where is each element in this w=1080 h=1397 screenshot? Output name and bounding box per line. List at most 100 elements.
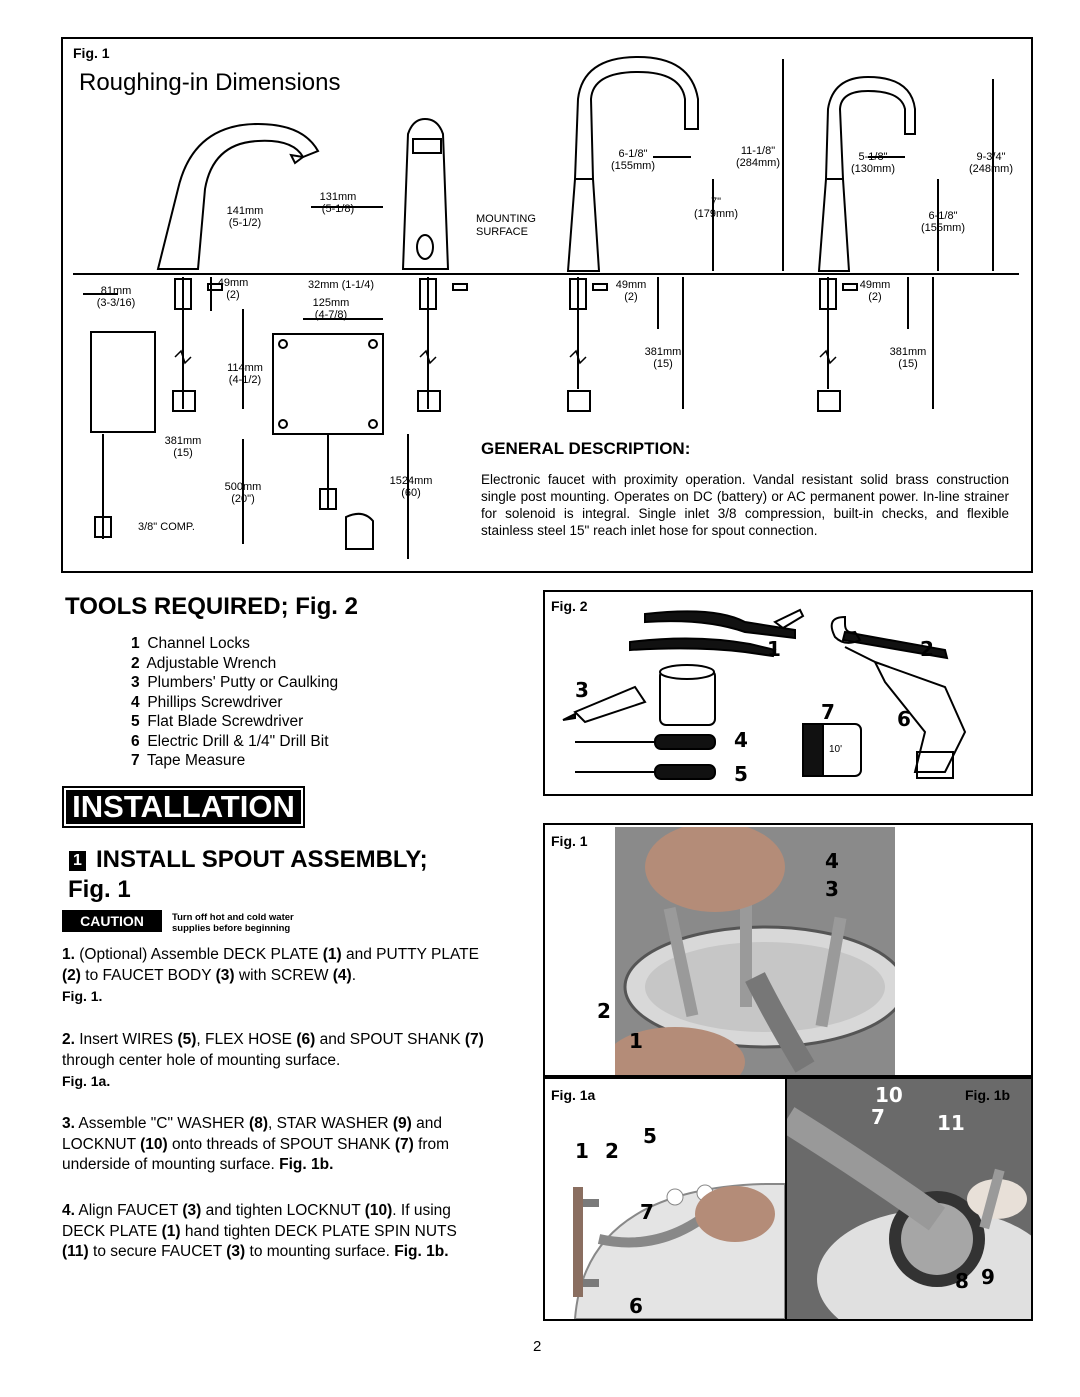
dim-81mm-in: (3-3/16) (96, 297, 136, 309)
dim-114mm-in: (4-1/2) (228, 374, 262, 386)
step-3-text: 3. Assemble "C" WASHER (8), STAR WASHER … (62, 1115, 450, 1173)
photo-fig1b-image (787, 1079, 1031, 1319)
dim-49mm-b: 49mm (615, 279, 647, 291)
fig1-label: Fig. 1 (73, 45, 110, 61)
tool-item: 3 Plumbers' Putty or Caulking (131, 674, 339, 691)
photo-fig1a-callout-7: 7 (640, 1200, 654, 1224)
page-number: 2 (533, 1338, 542, 1355)
photo-fig1b-callout-7: 7 (871, 1105, 885, 1129)
dim-5-1-8: 5-1/8" (858, 151, 888, 163)
dim-114mm: 114mm (227, 362, 263, 374)
photo-fig1a-label: Fig. 1a (551, 1087, 596, 1103)
fig2-callout-7: 7 (821, 700, 835, 724)
fig2-label: Fig. 2 (551, 598, 588, 614)
photo-fig1b-callout-8: 8 (955, 1269, 969, 1293)
dim-381mm-c-in: (15) (898, 358, 918, 370)
photo-fig1a-image (573, 1183, 785, 1319)
fig2-callout-3: 3 (575, 678, 589, 702)
tools-illustration (562, 608, 967, 780)
photo-fig1a-callout-1: 1 (575, 1139, 589, 1163)
caution-text-b: supplies before beginning (172, 923, 291, 934)
dim-1524mm-in: (60) (401, 487, 421, 499)
dim-381mm-b: 381mm (644, 346, 682, 358)
tool-item: 5 Flat Blade Screwdriver (131, 713, 304, 730)
tool-item: 2 Adjustable Wrench (131, 654, 277, 672)
dim-49mm-c: 49mm (859, 279, 891, 291)
tool-item: 1 Channel Locks (131, 635, 250, 652)
dim-49mm-c-in: (2) (868, 291, 882, 303)
photo-fig1-callout-2: 2 (597, 999, 611, 1023)
installation-banner-text: INSTALLATION (64, 788, 303, 826)
dim-155mm-a: (155mm) (610, 160, 655, 172)
dim-9-3-4: 9-3/4" (976, 151, 1006, 163)
dim-49mm-b-in: (2) (624, 291, 638, 303)
dim-248mm: (248mm) (968, 163, 1013, 175)
caution-text-a: Turn off hot and cold water (172, 912, 294, 923)
photo-fig1a-callout-5: 5 (643, 1124, 657, 1148)
dim-125mm-in: (4-7/8) (314, 309, 348, 321)
tool-item: 4 Phillips Screwdriver (131, 693, 283, 711)
photo-fig1b-callout-10: 10 (875, 1083, 903, 1107)
photo-fig1b-label: Fig. 1b (965, 1087, 1011, 1103)
tools-heading: TOOLS REQUIRED; Fig. 2 (65, 593, 358, 620)
photo-fig1b-callout-11: 11 (937, 1111, 965, 1135)
dim-284mm: (284mm) (735, 157, 780, 169)
photo-fig1b-callout-9: 9 (981, 1265, 995, 1289)
mounting-surface-label-b: SURFACE (476, 226, 528, 238)
photo-fig1a-callout-2: 2 (605, 1139, 619, 1163)
dim-131mm-in: (5-1/8) (321, 203, 355, 215)
general-description-text: Electronic faucet with proximity operati… (481, 472, 1009, 538)
fig2-callout-4: 4 (734, 728, 748, 752)
dim-131mm: 131mm (319, 191, 357, 203)
fig1-roughing-panel: Fig. 1 Roughing-in Dimensions (61, 37, 1033, 573)
dim-155mm-b: (155mm) (920, 222, 965, 234)
photo-fig1-label: Fig. 1 (551, 833, 588, 849)
fig1-title: Roughing-in Dimensions (79, 69, 341, 96)
dim-3-8-comp: 3/8" COMP. (138, 521, 195, 533)
fig2-callout-5: 5 (734, 762, 748, 786)
dim-125mm: 125mm (312, 297, 350, 309)
photo-fig1b-panel: 10 Fig. 1b 7 11 8 9 (785, 1077, 1033, 1321)
dim-49mm-a: 49mm (217, 277, 249, 289)
step-1-text: 1. (Optional) Assemble DECK PLATE (1) an… (62, 946, 479, 1004)
dim-32mm: 32mm (1-1/4) (307, 279, 375, 291)
photo-fig1-callout-1: 1 (629, 1029, 643, 1053)
general-description-heading: GENERAL DESCRIPTION: (481, 439, 691, 458)
dim-6-1-8-a: 6-1/8" (618, 148, 648, 160)
tool-item: 6 Electric Drill & 1/4" Drill Bit (131, 732, 329, 750)
mounting-surface-label-a: MOUNTING (476, 213, 536, 225)
dim-130mm: (130mm) (850, 163, 895, 175)
dim-49mm-a-in: (2) (226, 289, 240, 301)
step1-title: INSTALL SPOUT ASSEMBLY; (96, 846, 428, 873)
step1-title-fig: Fig. 1 (68, 876, 131, 903)
roughing-in-drawing (73, 55, 1019, 559)
fig2-callout-2: 2 (920, 637, 934, 661)
step1-number-box: 1 (69, 851, 86, 871)
dim-81mm: 81mm (100, 285, 132, 297)
fig2-tools-panel: Fig. 2 1 2 (543, 590, 1033, 796)
dim-141mm-in: (5-1/2) (228, 217, 262, 229)
caution-badge: CAUTION (62, 910, 162, 932)
dim-141mm: 141mm (226, 205, 264, 217)
dim-500mm: 500mm (224, 481, 262, 493)
dim-6-1-8-b: 6-1/8" (928, 210, 958, 222)
photo-fig1-callout-4: 4 (825, 849, 839, 873)
photo-fig1-callout-3: 3 (825, 877, 839, 901)
dim-381mm-b-in: (15) (653, 358, 673, 370)
photo-fig1a-callout-6: 6 (629, 1294, 643, 1318)
photo-fig1a-panel: Fig. 1a 1 2 5 7 6 (543, 1077, 787, 1321)
installation-banner: INSTALLATION (62, 786, 305, 828)
tool-item: 7 Tape Measure (131, 752, 246, 769)
fig2-callout-1: 1 (767, 637, 781, 661)
photo-fig1-panel: Fig. 1 4 3 2 1 (543, 823, 1033, 1077)
tape-measure-label: 10' (829, 744, 843, 755)
dim-7in: 7" (710, 196, 722, 208)
step-2-text: 2. Insert WIRES (5), FLEX HOSE (6) and S… (62, 1031, 484, 1089)
step-4-text: 4. Align FAUCET (3) and tighten LOCKNUT … (62, 1202, 457, 1260)
photo-fig1-image (615, 827, 895, 1075)
dim-179mm: (179mm) (693, 208, 738, 220)
fig2-callout-6: 6 (897, 707, 911, 731)
dim-381mm-a: 381mm (164, 435, 202, 447)
tools-list: 1 Channel Locks 2 Adjustable Wrench 3 Pl… (131, 634, 338, 771)
dim-381mm-c: 381mm (889, 346, 927, 358)
